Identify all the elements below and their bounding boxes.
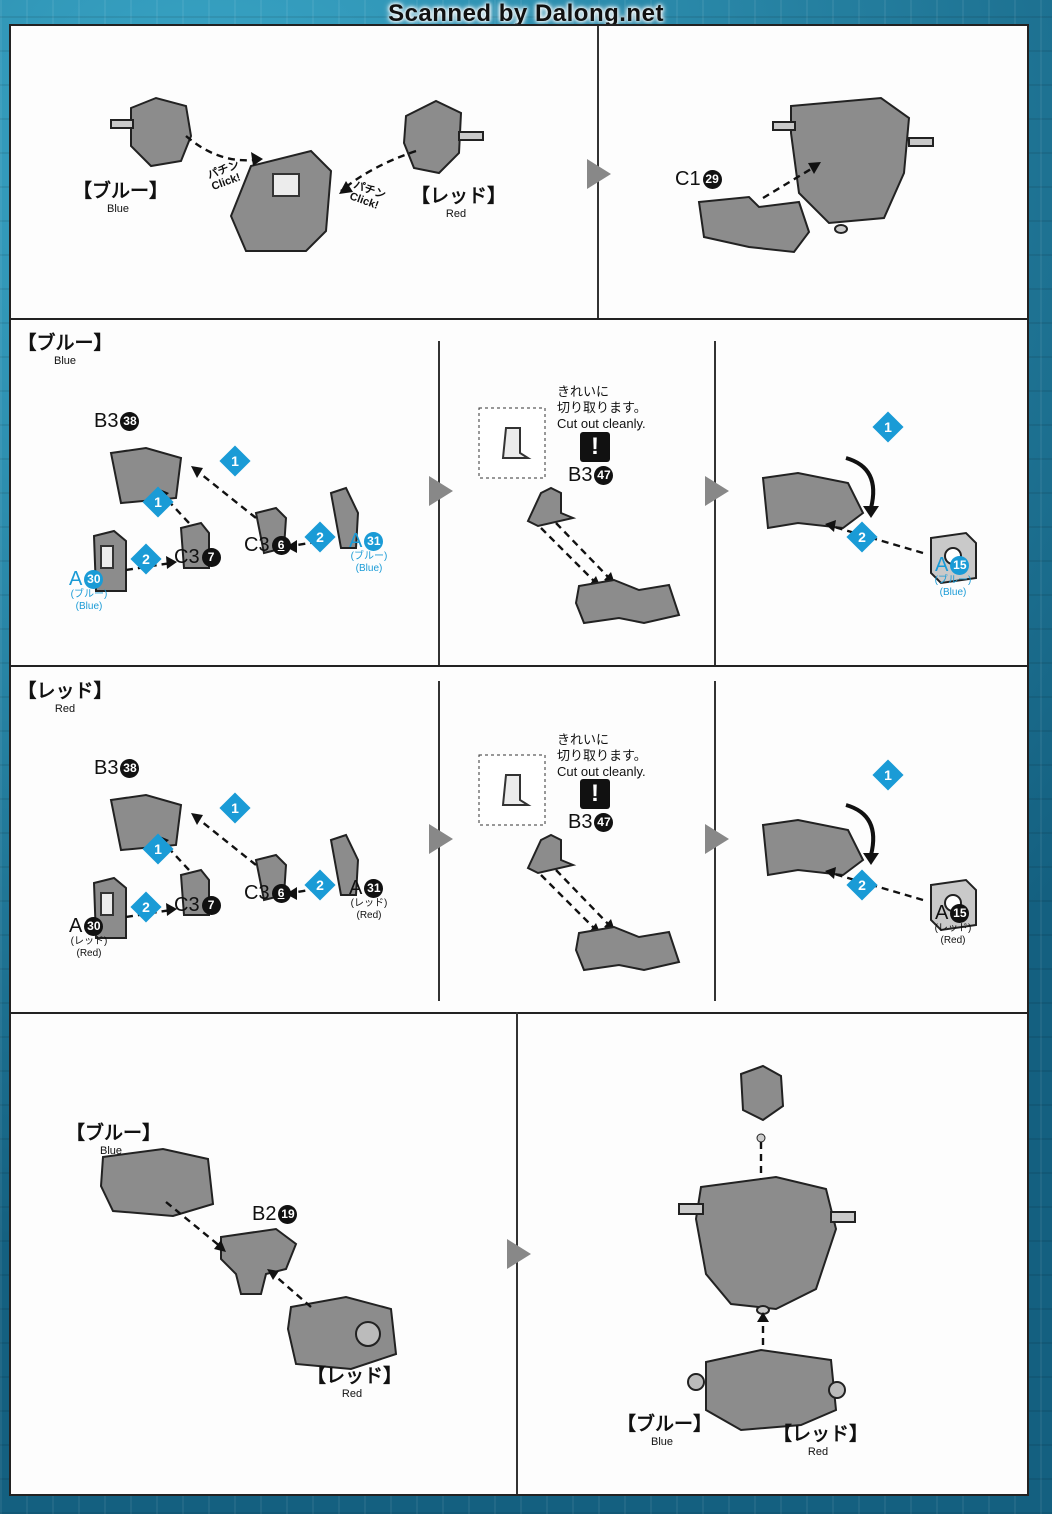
blue-hinge-part [761,471,865,530]
row-divider-3 [11,1012,1027,1014]
c1-part [697,195,811,254]
scan-credit: Scanned by Dalong.net [388,0,664,27]
red-a30-subtag: (レッド)(Red) [70,936,108,959]
final-waist-part [705,1348,838,1432]
blue-step-rot-1: 1 [872,411,904,443]
torso-core-part [229,149,333,252]
next-step-arrow-top [587,159,611,189]
blue-a31-subtag: (ブルー)(Blue) [350,551,388,574]
red-cut-note: きれいに 切り取ります。 Cut out cleanly. [557,732,647,779]
torso-bottom-joint [834,224,848,234]
red-a31-subtag: (レッド)(Red) [350,898,388,921]
next-step-arrow-blue-1 [429,476,453,506]
final-left-peg [678,1203,704,1215]
arrow-c36-to-b3 [195,469,257,519]
final-right-peg [830,1211,856,1223]
final-blue-label: 【ブルー】 Blue [66,1123,162,1157]
red-a31-part [329,833,360,896]
final-assembly-art [99,1064,856,1432]
blue-step-2a: 2 [130,543,162,575]
red-step-1b: 1 [142,833,174,865]
blue-assembly-art [92,407,977,625]
blue-b3-38-part [109,446,183,505]
torso-right-peg [908,137,934,147]
final-b2-19-part [220,1227,298,1295]
red-step-rot-1: 1 [872,759,904,791]
red-section-label: 【レッド】 Red [17,681,113,715]
red-b3-47-part [526,833,577,875]
blue-step-1a: 1 [219,445,251,477]
final-blue-unit [99,1147,215,1218]
arrow-blue-to-core [185,135,262,162]
red-label-top: 【レッド】 Red [411,186,507,220]
next-step-arrow-blue-2 [705,476,729,506]
blue-step-rot-2: 2 [846,521,878,553]
row-divider-1 [11,318,1027,320]
blue-b3-47-part [526,486,577,528]
next-step-arrow-red-1 [429,824,453,854]
red-step-rot-2: 2 [846,869,878,901]
final-blue-label-2: 【ブルー】 Blue [617,1414,713,1448]
red-subassembly-part [574,925,681,972]
red-b3-38-part [109,793,183,852]
torso-core-socket [272,173,300,197]
red-a15-subtag: (レッド)(Red) [934,923,972,946]
final-red-label-2: 【レッド】 Red [773,1424,869,1458]
final-red-unit [286,1295,398,1371]
red-shoulder-peg [458,131,484,141]
blue-a30-subtag: (ブルー)(Blue) [70,589,108,612]
blue-cut-note: きれいに 切り取ります。 Cut out cleanly. [557,384,647,431]
next-step-arrow-red-2 [705,824,729,854]
red-step-2b: 2 [304,869,336,901]
red-hinge-part [761,818,865,877]
blue-subassembly-part [574,578,681,625]
blue-step-1b: 1 [142,486,174,518]
arrow-red-to-core [340,149,417,192]
blue-warning-mark: ! [580,432,610,462]
red-shoulder-part [402,99,463,175]
final-red-label: 【レッド】 Red [307,1366,403,1400]
assembled-torso [790,96,911,225]
next-step-arrow-final [507,1239,531,1269]
final-torso-part [694,1175,838,1311]
blue-shoulder-part [130,96,193,168]
blue-a15-subtag: (ブルー)(Blue) [934,575,972,598]
red-step-2a: 2 [130,891,162,923]
blue-step-2b: 2 [304,521,336,553]
blue-shoulder-peg [110,119,134,129]
section1-assembly-art [110,96,934,254]
red-assembly-art [92,754,977,972]
final-head-part [739,1064,785,1122]
torso-left-peg [772,121,796,131]
blue-section-label: 【ブルー】 Blue [17,333,113,367]
red-step-1a: 1 [219,792,251,824]
red-warning-mark: ! [580,779,610,809]
blue-label-top: 【ブルー】 Blue [73,181,169,215]
row-divider-2 [11,665,1027,667]
arrow-c1 [762,164,817,200]
blue-a31-part [329,486,360,549]
